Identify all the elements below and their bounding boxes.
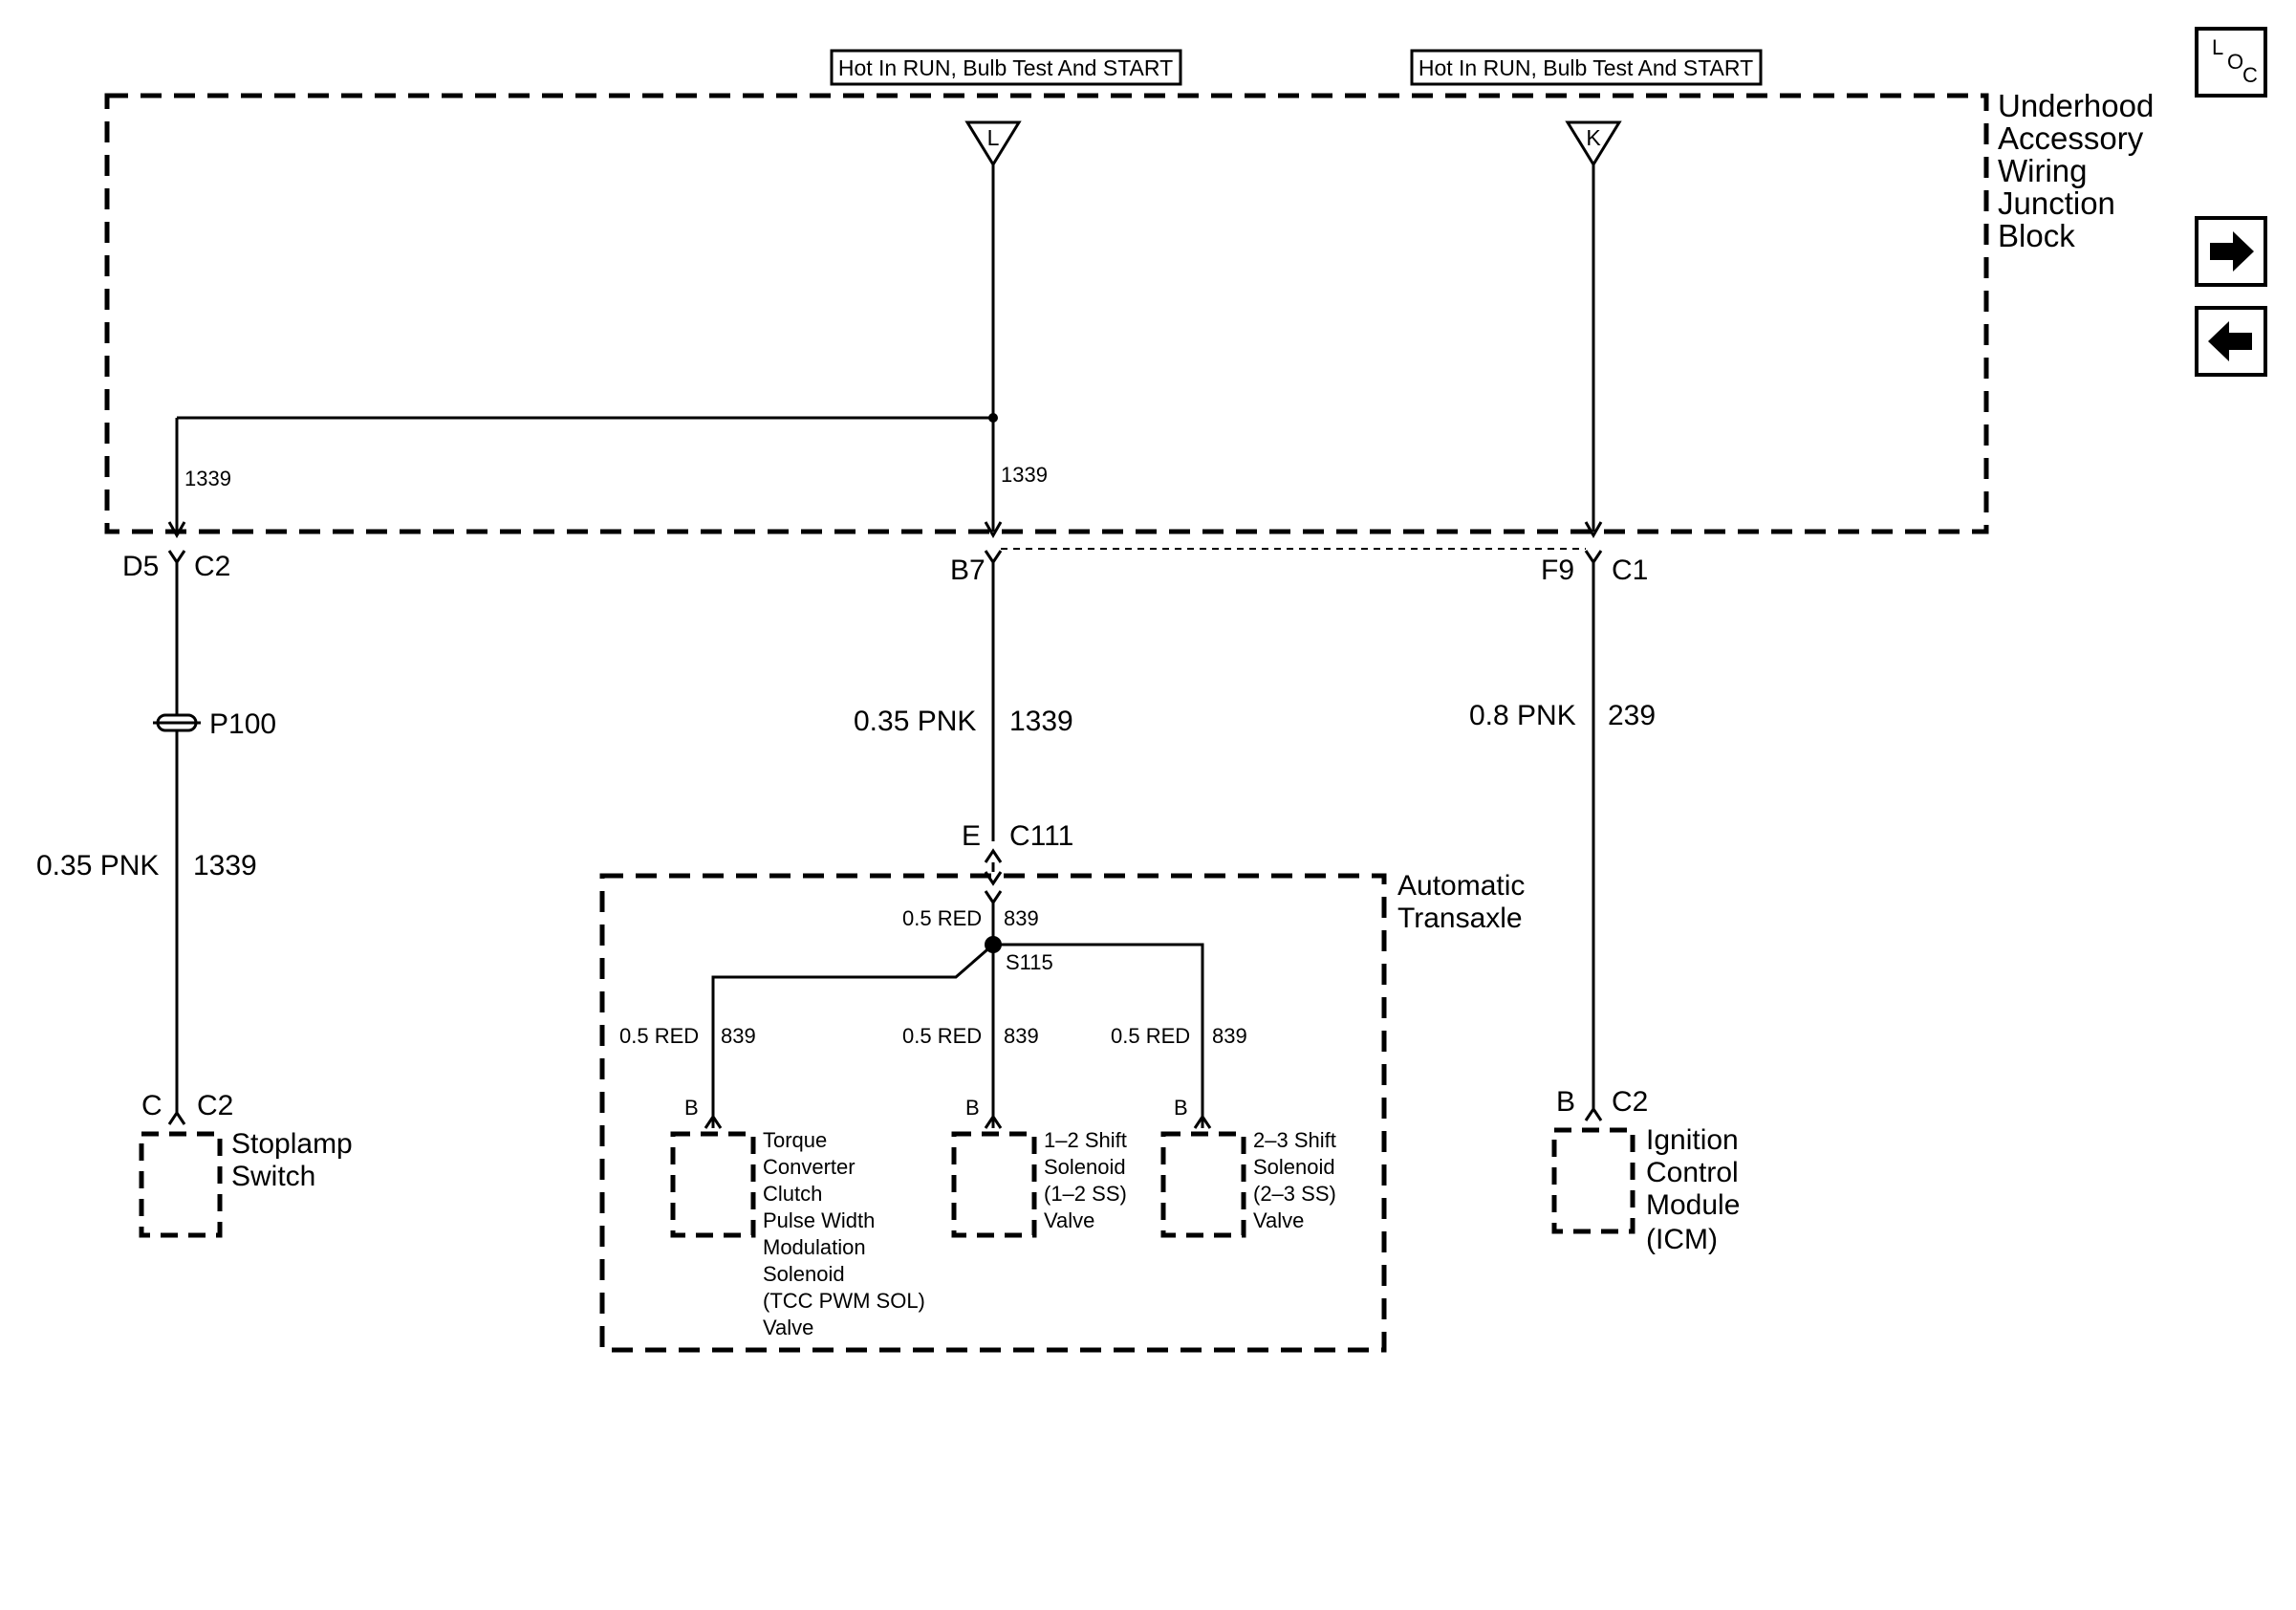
- ss23-solenoid-label: 2–3 Shift Solenoid (2–3 SS) Valve: [1253, 1128, 1342, 1232]
- fuse-k: K: [1565, 120, 1622, 167]
- ss23-solenoid-box: [1160, 1131, 1246, 1238]
- icm-pin: B: [1556, 1086, 1575, 1118]
- branch2-circuit: 839: [1004, 1024, 1039, 1048]
- ss12-connector: B: [965, 1096, 1003, 1129]
- loc-letter-l: L: [2212, 35, 2223, 59]
- splice-p100-label: P100: [209, 708, 276, 740]
- trans-top-circuit: 839: [1004, 906, 1039, 930]
- junction-block-name: Underhood Accessory Wiring Junction Bloc…: [1998, 88, 2162, 253]
- stoplamp-switch-box: [139, 1131, 223, 1238]
- connector-c1-f9: F9 C1: [1541, 550, 1648, 586]
- wire-left-gauge: 0.35 PNK: [36, 850, 159, 881]
- ss12-solenoid-box: [951, 1131, 1037, 1238]
- ss23-connector: B: [1174, 1096, 1212, 1129]
- connector-b7-pin: B7: [950, 555, 986, 586]
- junction-block-outline: [104, 93, 1989, 534]
- wire-left-circuit: 1339: [193, 850, 257, 881]
- fuse-l-label: L: [987, 125, 1000, 150]
- splice-s115-label: S115: [1006, 950, 1053, 974]
- connector-c111: E C111: [962, 820, 1073, 886]
- power-label-left-text: Hot In RUN, Bulb Test And START: [838, 55, 1173, 80]
- connector-f9-conn: C1: [1612, 555, 1648, 586]
- arrow-left-icon: [2208, 321, 2252, 361]
- power-label-left: Hot In RUN, Bulb Test And START: [830, 49, 1182, 86]
- power-label-right-text: Hot In RUN, Bulb Test And START: [1419, 55, 1753, 80]
- junction-circuit-mid: 1339: [1001, 463, 1048, 487]
- wire-left: [153, 562, 201, 1115]
- loc-button[interactable]: L O C: [2195, 27, 2267, 98]
- power-label-right: Hot In RUN, Bulb Test And START: [1410, 49, 1763, 86]
- trans-top-gauge: 0.5 RED: [902, 906, 982, 930]
- ss23-pin: B: [1174, 1096, 1188, 1120]
- connector-d5-conn: C2: [194, 551, 230, 582]
- arrow-right-icon: [2210, 231, 2254, 272]
- transaxle-name: Automatic Transaxle: [1397, 870, 1533, 934]
- tcc-pin: B: [684, 1096, 699, 1120]
- wire-mid-gauge: 0.35 PNK: [854, 706, 976, 737]
- connector-d5-pin: D5: [122, 551, 159, 582]
- wire-mid-circuit: 1339: [1009, 706, 1073, 737]
- stoplamp-pin: C: [141, 1090, 162, 1121]
- transaxle-outline: [599, 873, 1387, 1353]
- branch1-circuit: 839: [721, 1024, 756, 1048]
- fuse-k-label: K: [1586, 125, 1601, 150]
- branch1-gauge: 0.5 RED: [619, 1024, 699, 1048]
- ss12-solenoid-label: 1–2 Shift Solenoid (1–2 SS) Valve: [1044, 1128, 1133, 1232]
- fuse-l: L: [964, 120, 1022, 167]
- icm-conn: C2: [1612, 1086, 1648, 1118]
- stoplamp-conn: C2: [197, 1090, 233, 1121]
- transaxle-internal-wiring: [711, 890, 1204, 1128]
- icm-label: Ignition Control Module (ICM): [1646, 1124, 1748, 1255]
- wire-right-circuit: 239: [1608, 700, 1656, 731]
- connector-b7: B7: [950, 548, 1586, 586]
- junction-internal-wiring: [167, 164, 1603, 539]
- tcc-solenoid-label: Torque Converter Clutch Pulse Width Modu…: [763, 1128, 931, 1339]
- wire-right-gauge: 0.8 PNK: [1469, 700, 1576, 731]
- branch3-circuit: 839: [1212, 1024, 1247, 1048]
- loc-letter-o: O: [2227, 50, 2243, 74]
- connector-icm: B C2: [1556, 1086, 1648, 1121]
- icm-box: [1551, 1127, 1635, 1234]
- tcc-solenoid-box: [670, 1131, 756, 1238]
- ss12-pin: B: [965, 1096, 980, 1120]
- junction-circuit-left: 1339: [184, 467, 231, 490]
- c111-conn: C111: [1009, 820, 1073, 852]
- tcc-connector: B: [684, 1096, 723, 1129]
- branch2-gauge: 0.5 RED: [902, 1024, 982, 1048]
- forward-button[interactable]: [2195, 216, 2267, 287]
- splice-pack-p100: [153, 713, 201, 732]
- c111-pin: E: [962, 820, 981, 852]
- loc-letter-c: C: [2242, 63, 2258, 87]
- connector-f9-pin: F9: [1541, 555, 1574, 586]
- connector-stoplamp: C C2: [141, 1090, 233, 1125]
- branch3-gauge: 0.5 RED: [1111, 1024, 1190, 1048]
- back-button[interactable]: [2195, 306, 2267, 377]
- stoplamp-switch-label: Stoplamp Switch: [231, 1128, 360, 1192]
